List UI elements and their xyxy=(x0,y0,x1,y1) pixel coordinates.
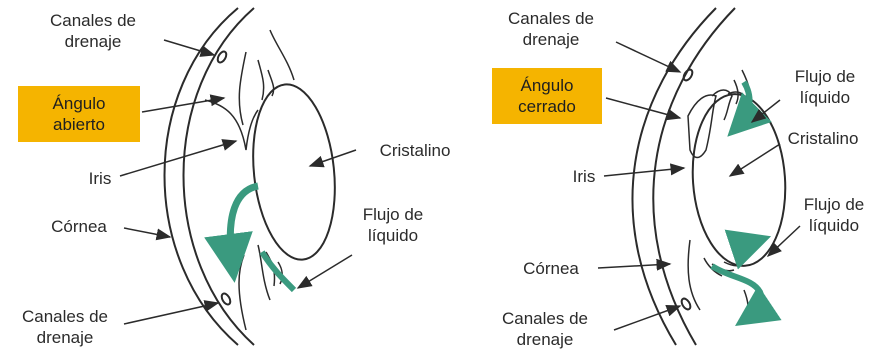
left-lens xyxy=(245,80,343,263)
right-eye-anatomy xyxy=(632,8,790,345)
left-pointers xyxy=(120,40,356,324)
left-flow-arrow-2 xyxy=(262,252,294,290)
left-label-drainage-top: Canales de drenaje xyxy=(18,10,168,52)
left-label-fluid-flow: Flujo de líquido xyxy=(338,204,448,246)
right-drain-canal-top xyxy=(682,68,694,82)
right-label-iris: Iris xyxy=(562,166,606,187)
right-cornea-outer xyxy=(632,8,716,345)
right-label-fluid-flow-top: Flujo de líquido xyxy=(772,66,878,108)
right-label-drainage-top: Canales de drenaje xyxy=(478,8,624,50)
left-drain-canal-bottom xyxy=(220,292,232,306)
right-label-drainage-bottom: Canales de drenaje xyxy=(480,308,610,350)
left-label-iris: Iris xyxy=(80,168,120,189)
left-label-drainage-bottom: Canales de drenaje xyxy=(0,306,130,348)
left-label-lens: Cristalino xyxy=(360,140,470,161)
left-flow-arrow xyxy=(230,186,258,262)
right-cornea-inner xyxy=(653,8,735,345)
right-label-closed-angle: Ángulo cerrado xyxy=(492,68,602,124)
left-ciliary-bottom xyxy=(239,245,282,330)
left-ciliary-top xyxy=(239,30,294,125)
right-label-lens: Cristalino xyxy=(770,128,876,149)
right-lens xyxy=(687,91,791,269)
right-label-cornea: Córnea xyxy=(506,258,596,279)
left-label-cornea: Córnea xyxy=(34,216,124,237)
right-flow-arrow-bottom xyxy=(712,266,761,316)
left-label-open-angle: Ángulo abierto xyxy=(18,86,140,142)
right-label-fluid-flow-bottom: Flujo de líquido xyxy=(790,194,878,236)
right-pointers xyxy=(598,42,800,330)
right-flow-arrow-mid xyxy=(734,242,754,248)
right-drain-canal-bottom xyxy=(680,297,692,311)
right-flow-arrow-top xyxy=(740,82,750,124)
left-eye-anatomy xyxy=(165,8,343,345)
